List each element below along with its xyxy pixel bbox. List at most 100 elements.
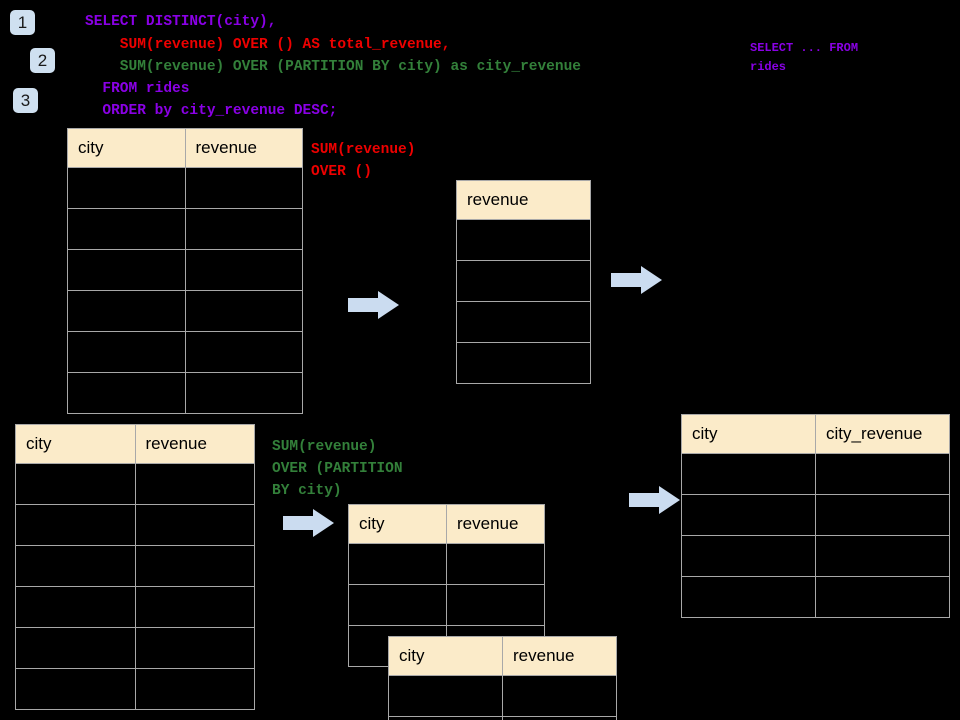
annotation-city-revenue-line1: SUM(revenue)	[272, 439, 377, 455]
table-row	[67, 249, 303, 291]
step-badge-1: 1	[10, 10, 35, 35]
table-cell	[502, 716, 617, 720]
column-header-city: city	[15, 424, 136, 464]
table-header-row: city revenue	[348, 504, 545, 544]
table-total-revenue-result: revenue	[456, 180, 591, 384]
column-header-revenue: revenue	[446, 504, 545, 544]
table-cell	[681, 494, 816, 536]
annotation-total-revenue-line1: SUM(revenue)	[311, 142, 416, 158]
sidenote-rides: rides	[750, 60, 787, 74]
table-row	[67, 372, 303, 414]
table-cell	[348, 584, 447, 626]
table-row	[15, 504, 255, 546]
table-cell	[184, 208, 303, 250]
table-row	[681, 453, 950, 495]
arrow-total-to-final-icon	[611, 266, 662, 294]
table-row	[456, 260, 591, 302]
table-cell	[15, 668, 136, 710]
table-row	[67, 290, 303, 332]
table-cell	[134, 668, 255, 710]
column-header-revenue: revenue	[456, 180, 591, 220]
column-header-city: city	[348, 504, 447, 544]
table-cell	[815, 535, 950, 577]
table-row	[15, 545, 255, 587]
table-header-row: revenue	[456, 180, 591, 220]
table-cell	[446, 584, 545, 626]
sql-line-city-revenue: SUM(revenue) OVER (PARTITION BY city) as…	[85, 59, 581, 75]
sidenote-select-from: SELECT ... FROM	[750, 41, 859, 55]
column-header-city-revenue: city_revenue	[815, 414, 950, 454]
table-cell	[681, 576, 816, 618]
sql-line-select: SELECT DISTINCT(city),	[85, 14, 277, 30]
table-cell	[67, 167, 186, 209]
table-cell	[388, 716, 503, 720]
arrow-partition-to-final-icon	[629, 486, 680, 514]
table-final-result: city city_revenue	[681, 414, 950, 618]
table-header-row: city city_revenue	[681, 414, 950, 454]
column-header-revenue: revenue	[184, 128, 303, 168]
table-cell	[67, 208, 186, 250]
table-cell	[184, 167, 303, 209]
table-header-row: city revenue	[388, 636, 617, 676]
table-cell	[134, 463, 255, 505]
table-cell	[184, 249, 303, 291]
table-cell	[184, 290, 303, 332]
table-rides-source-bottom: city revenue	[15, 424, 255, 710]
table-cell	[134, 627, 255, 669]
table-cell	[815, 453, 950, 495]
table-cell	[681, 453, 816, 495]
table-row	[456, 219, 591, 261]
table-cell	[15, 504, 136, 546]
table-cell	[134, 586, 255, 628]
column-header-city: city	[67, 128, 186, 168]
annotation-total-revenue-line2: OVER ()	[311, 164, 372, 180]
table-cell	[184, 372, 303, 414]
table-cell	[681, 535, 816, 577]
table-row	[388, 675, 617, 717]
table-cell	[446, 543, 545, 585]
column-header-revenue: revenue	[502, 636, 617, 676]
table-cell	[456, 301, 591, 343]
table-cell	[348, 543, 447, 585]
sql-line-from: FROM rides	[85, 81, 190, 97]
table-cell	[67, 331, 186, 373]
table-row	[15, 668, 255, 710]
sql-line-total-revenue: SUM(revenue) OVER () AS total_revenue,	[85, 37, 451, 53]
table-cell	[67, 290, 186, 332]
table-row	[456, 342, 591, 384]
table-row	[67, 167, 303, 209]
table-row	[15, 463, 255, 505]
table-cell	[815, 576, 950, 618]
step-badge-3: 3	[13, 88, 38, 113]
table-cell	[456, 260, 591, 302]
table-row	[456, 301, 591, 343]
table-row	[15, 586, 255, 628]
table-row	[67, 331, 303, 373]
table-rides-source-top: city revenue	[67, 128, 303, 414]
table-cell	[456, 219, 591, 261]
table-cell	[15, 586, 136, 628]
table-cell	[502, 675, 617, 717]
table-cell	[388, 675, 503, 717]
arrow-source-to-partition-icon	[283, 509, 334, 537]
annotation-city-revenue-line3: BY city)	[272, 483, 342, 499]
column-header-city: city	[681, 414, 816, 454]
arrow-source-to-total-icon	[348, 291, 399, 319]
step-badge-2: 2	[30, 48, 55, 73]
table-row	[15, 627, 255, 669]
table-cell	[15, 545, 136, 587]
table-cell	[67, 372, 186, 414]
table-cell	[15, 463, 136, 505]
table-row	[681, 494, 950, 536]
table-cell	[134, 504, 255, 546]
table-row	[681, 576, 950, 618]
table-partition-group-front: city revenue	[388, 636, 617, 720]
table-row	[388, 716, 617, 720]
table-cell	[67, 249, 186, 291]
table-cell	[15, 627, 136, 669]
sql-line-order-by: ORDER by city_revenue DESC;	[85, 103, 338, 119]
column-header-revenue: revenue	[134, 424, 255, 464]
table-row	[681, 535, 950, 577]
table-row	[67, 208, 303, 250]
